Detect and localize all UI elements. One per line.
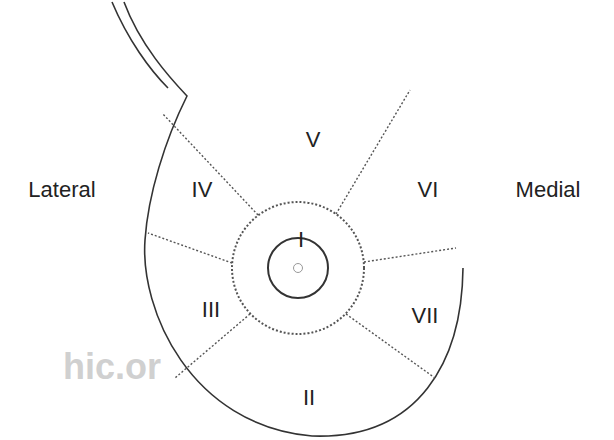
breast-outline (124, 2, 463, 436)
zone-number: III (202, 299, 220, 321)
zone-boundary (162, 113, 258, 215)
zone-number: I (298, 229, 304, 251)
zone-number: VII (412, 305, 439, 327)
nipple (294, 264, 303, 273)
side-label: Medial (516, 179, 581, 201)
body-contour (112, 2, 168, 88)
zone-boundary (336, 90, 410, 214)
zone-number: IV (192, 179, 213, 201)
zone-number: VI (418, 179, 439, 201)
zone-boundary (364, 248, 456, 262)
zone-boundary (148, 233, 232, 263)
side-label: Lateral (28, 179, 95, 201)
zone-boundary (175, 314, 250, 378)
central-zone-boundary (232, 202, 364, 334)
watermark: hic.or (63, 349, 161, 385)
zone-number: V (306, 129, 321, 151)
zone-number: II (303, 387, 315, 409)
